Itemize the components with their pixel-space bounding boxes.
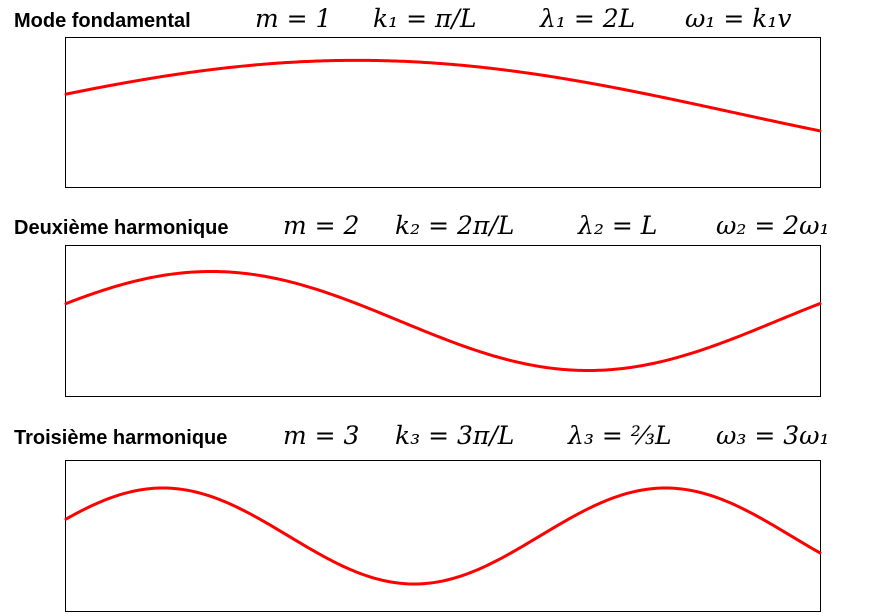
mode-title: Troisième harmonique [14, 427, 228, 449]
string-frame [64, 37, 822, 188]
standing-wave-curve [64, 58, 822, 133]
k-equation: k₂ = 2π/L [395, 211, 515, 240]
lambda-equation: λ₂ = L [578, 211, 658, 240]
mode-title: Deuxième harmonique [14, 217, 229, 239]
mode-panel-1: Mode fondamental m = 1 k₁ = π/L λ₁ = 2L … [0, 0, 871, 200]
wave-plot [64, 58, 822, 133]
k-equation: k₃ = 3π/L [395, 421, 515, 450]
omega-equation: ω₂ = 2ω₁ [716, 211, 830, 240]
k-equation: k₁ = π/L [373, 4, 477, 33]
omega-equation: ω₃ = 3ω₁ [716, 421, 830, 450]
mode-title: Mode fondamental [14, 10, 191, 32]
mode-panel-3: Troisième harmonique m = 3 k₃ = 3π/L λ₃ … [0, 415, 871, 615]
lambda-equation: λ₁ = 2L [540, 4, 636, 33]
wave-plot [64, 486, 822, 586]
standing-wave-curve [64, 270, 822, 372]
omega-equation: ω₁ = k₁v [685, 4, 792, 33]
string-frame [64, 460, 822, 612]
string-frame [64, 245, 822, 397]
wave-plot [64, 270, 822, 372]
m-equation: m = 2 [283, 211, 360, 240]
m-equation: m = 1 [255, 4, 332, 33]
mode-panel-2: Deuxième harmonique m = 2 k₂ = 2π/L λ₂ =… [0, 205, 871, 405]
standing-wave-curve [64, 486, 822, 586]
lambda-equation: λ₃ = ⅔L [568, 421, 672, 450]
m-equation: m = 3 [283, 421, 360, 450]
